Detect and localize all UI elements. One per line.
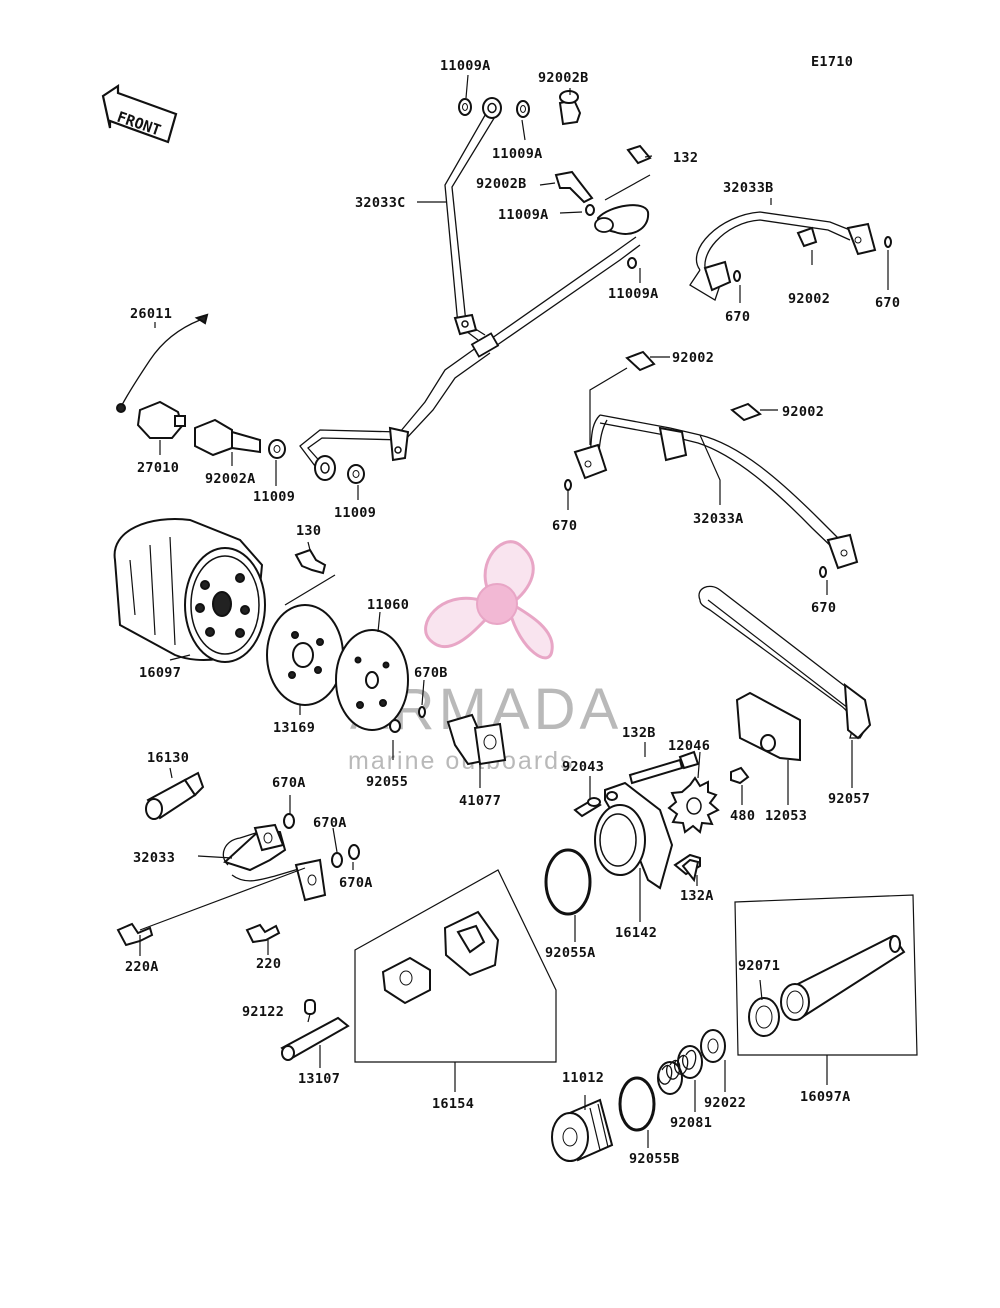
part-label: 32033 xyxy=(133,850,175,866)
part-label: 41077 xyxy=(459,793,501,809)
part-label: 92002 xyxy=(672,350,714,366)
part-label: 132 xyxy=(673,150,698,166)
part-label: 11060 xyxy=(367,597,409,613)
part-label: 11009A xyxy=(492,146,543,162)
part-label: 670A xyxy=(272,775,306,791)
part-label: 670A xyxy=(313,815,347,831)
guide-12053 xyxy=(735,691,801,762)
part-label: 11009A xyxy=(608,286,659,302)
pin-92043 xyxy=(573,797,602,818)
part-label: 13107 xyxy=(298,1071,340,1087)
part-label: 12046 xyxy=(668,738,710,754)
front-arrow: FRONT xyxy=(101,83,178,144)
part-label: 670 xyxy=(875,295,900,311)
bolt-130 xyxy=(284,548,336,606)
diagram-code: E1710 xyxy=(811,54,853,70)
part-label: 16130 xyxy=(147,750,189,766)
part-label: 132A xyxy=(680,888,714,904)
oil-pipe-32033c xyxy=(299,97,650,481)
part-label: 92022 xyxy=(704,1095,746,1111)
nut-480 xyxy=(730,766,750,785)
pipe-32033 xyxy=(222,813,360,902)
part-label: 92002A xyxy=(205,471,256,487)
part-label: 32033C xyxy=(355,195,406,211)
part-label: 11009 xyxy=(253,489,295,505)
leader-lines xyxy=(139,74,889,1148)
part-label: 11012 xyxy=(562,1070,604,1086)
part-label: 11009 xyxy=(334,505,376,521)
part-label: 11009A xyxy=(498,207,549,223)
part-label: 220A xyxy=(125,959,159,975)
part-label: 16097A xyxy=(800,1089,851,1105)
bolt-132b xyxy=(628,750,700,785)
part-label: 92057 xyxy=(828,791,870,807)
rotor-set-16154 xyxy=(354,869,557,1063)
part-label: 670A xyxy=(339,875,373,891)
part-label: 92055 xyxy=(366,774,408,790)
oring-92055a xyxy=(544,848,592,916)
part-label: 670 xyxy=(725,309,750,325)
oil-pipe-32033a xyxy=(564,350,859,578)
fitting-92002a xyxy=(194,418,365,484)
part-label: 132B xyxy=(622,725,656,741)
oil-pressure-switch xyxy=(116,313,209,439)
part-label: 92055B xyxy=(629,1151,680,1167)
pump-body-16142 xyxy=(594,781,674,890)
part-label: 130 xyxy=(296,523,321,539)
part-label: 92002 xyxy=(788,291,830,307)
plug-11012 xyxy=(551,1098,614,1162)
part-label: 12053 xyxy=(765,808,807,824)
oil-filter-16097 xyxy=(113,518,266,663)
part-label: 11009A xyxy=(440,58,491,74)
washer-92022 xyxy=(700,1029,726,1063)
bolt-220 xyxy=(245,923,281,944)
pin-92122 xyxy=(304,999,316,1015)
part-label: 92055A xyxy=(545,945,596,961)
part-label: 13169 xyxy=(273,720,315,736)
part-label: 670B xyxy=(414,665,448,681)
oring-92055b xyxy=(618,1076,656,1132)
part-label: 32033B xyxy=(723,180,774,196)
part-label: 92002 xyxy=(782,404,824,420)
part-label: 92002B xyxy=(538,70,589,86)
part-label: 16142 xyxy=(615,925,657,941)
part-label: 16097 xyxy=(139,665,181,681)
part-label: 92081 xyxy=(670,1115,712,1131)
part-label: 92122 xyxy=(242,1004,284,1020)
fitting-16130 xyxy=(145,771,205,820)
shaft-13107 xyxy=(280,1016,350,1061)
spring-92081 xyxy=(657,1045,703,1095)
chain-92057 xyxy=(698,585,872,740)
part-labels: 11009A 92002B 11009A 132 92002B 11009A 3… xyxy=(125,58,900,1167)
part-label: 92071 xyxy=(738,958,780,974)
plate-13169 xyxy=(266,604,344,706)
part-label: 92043 xyxy=(562,759,604,775)
bolt-41077 xyxy=(446,713,507,766)
oil-pipe-32033b xyxy=(689,211,892,301)
bolt-220a xyxy=(116,922,154,947)
part-label: 670 xyxy=(811,600,836,616)
part-label: 16154 xyxy=(432,1096,474,1112)
part-label: 670 xyxy=(552,518,577,534)
part-label: 32033A xyxy=(693,511,744,527)
armada-logo xyxy=(424,540,554,660)
part-label: 26011 xyxy=(130,306,172,322)
bolt-132a xyxy=(673,853,701,883)
relief-valve-16097a xyxy=(734,894,918,1056)
sprocket-12046 xyxy=(667,776,720,834)
washers-top xyxy=(458,90,652,269)
gasket-11060 xyxy=(335,629,426,733)
part-label: 220 xyxy=(256,956,281,972)
part-label: 27010 xyxy=(137,460,179,476)
part-label: 480 xyxy=(730,808,755,824)
part-label: 92002B xyxy=(476,176,527,192)
